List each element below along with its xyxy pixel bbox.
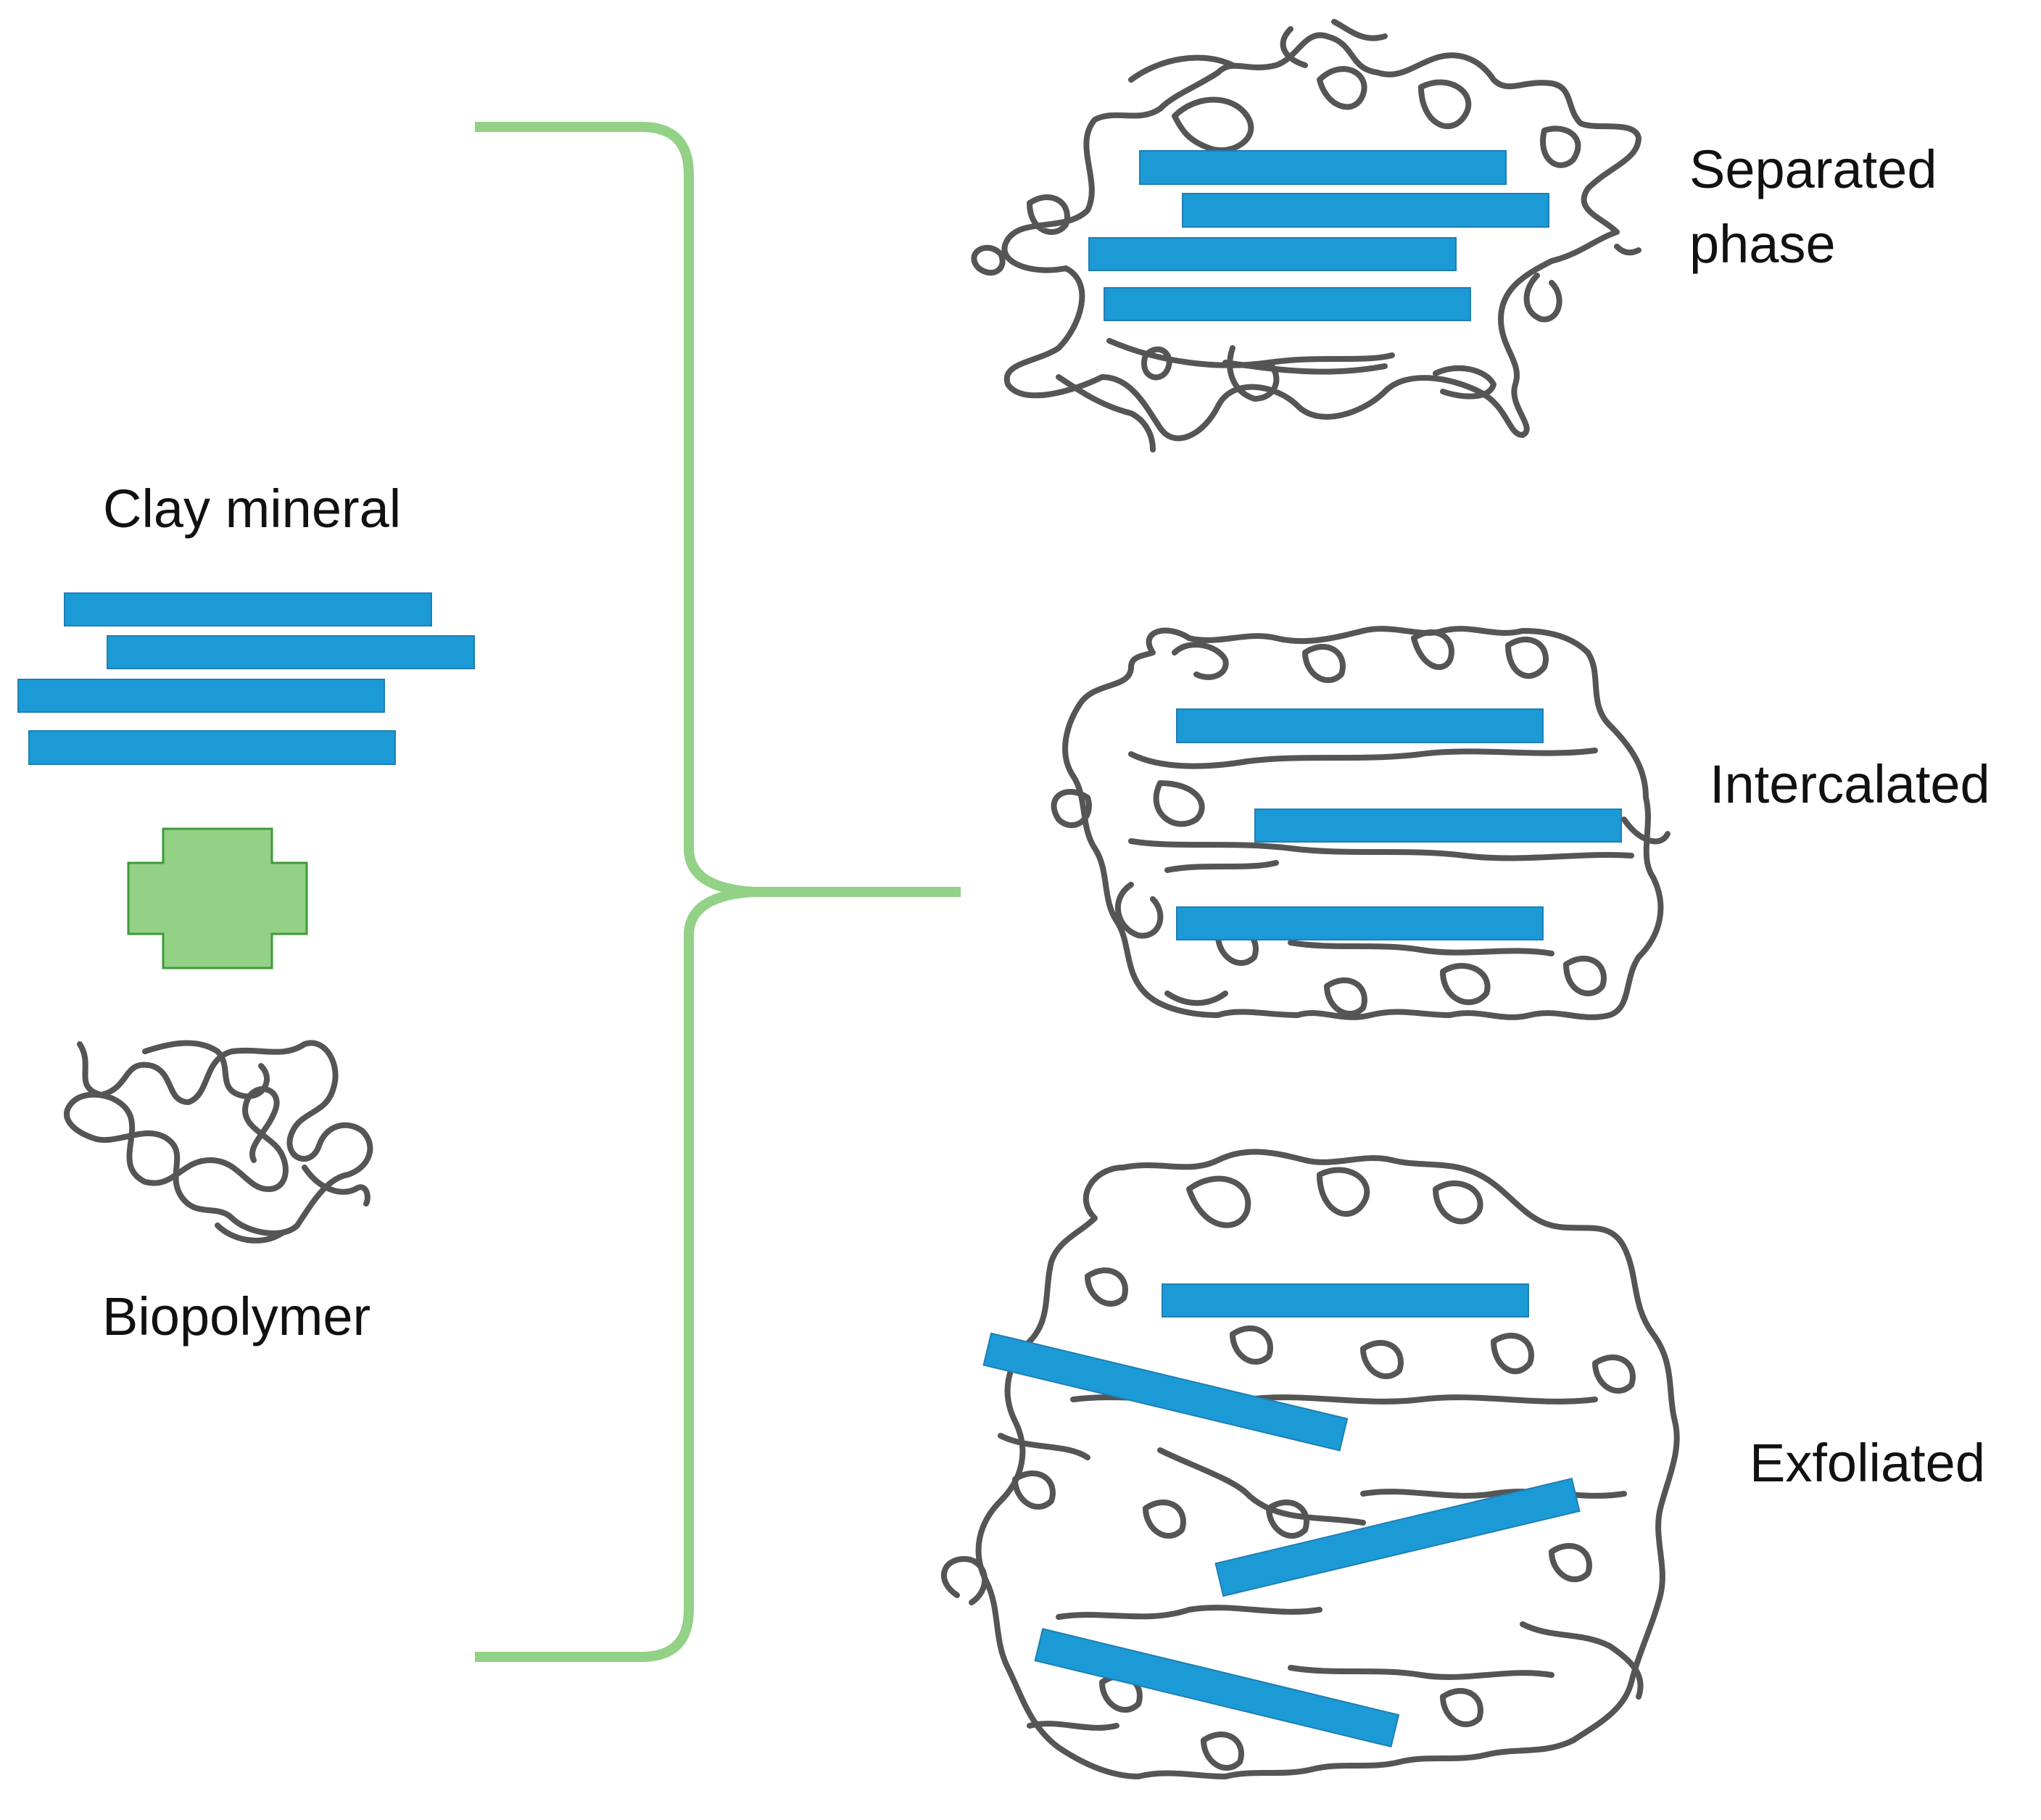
exfoliated-structure bbox=[940, 1149, 1680, 1779]
polymer-chain bbox=[1051, 626, 1671, 1020]
clay-sheet bbox=[1139, 150, 1507, 185]
clay-sheet bbox=[107, 635, 475, 669]
clay-sheet bbox=[1176, 708, 1544, 743]
clay-sheet bbox=[64, 592, 432, 626]
clay-sheet bbox=[1034, 1628, 1400, 1748]
clay-sheet bbox=[1176, 906, 1544, 940]
separated-phase-label-line1: Separated bbox=[1689, 139, 1937, 199]
clay-mineral-stack bbox=[17, 592, 475, 765]
intercalated-structure bbox=[1051, 626, 1671, 1020]
clay-sheet bbox=[17, 679, 385, 713]
clay-sheet bbox=[28, 730, 396, 765]
clay-sheet bbox=[1088, 237, 1457, 271]
polymer-chain bbox=[971, 19, 1642, 452]
separated-phase-structure bbox=[971, 19, 1642, 452]
clay-sheet bbox=[1104, 287, 1471, 321]
clay-sheet bbox=[1162, 1283, 1529, 1318]
biopolymer-label: Biopolymer bbox=[102, 1286, 370, 1347]
polymer-chain bbox=[940, 1149, 1680, 1779]
intercalated-label: Intercalated bbox=[1710, 754, 1990, 814]
clay-sheet bbox=[1214, 1478, 1581, 1597]
clay-mineral-label: Clay mineral bbox=[103, 479, 401, 539]
clay-sheet bbox=[982, 1332, 1349, 1452]
exfoliated-label: Exfoliated bbox=[1750, 1433, 1985, 1493]
separated-phase-label-line2: phase bbox=[1689, 214, 1836, 274]
clay-sheet bbox=[1182, 193, 1549, 228]
combination-brace bbox=[475, 122, 961, 1662]
biopolymer-chain bbox=[64, 1040, 373, 1244]
plus-icon bbox=[127, 827, 308, 969]
clay-sheet bbox=[1254, 808, 1622, 843]
